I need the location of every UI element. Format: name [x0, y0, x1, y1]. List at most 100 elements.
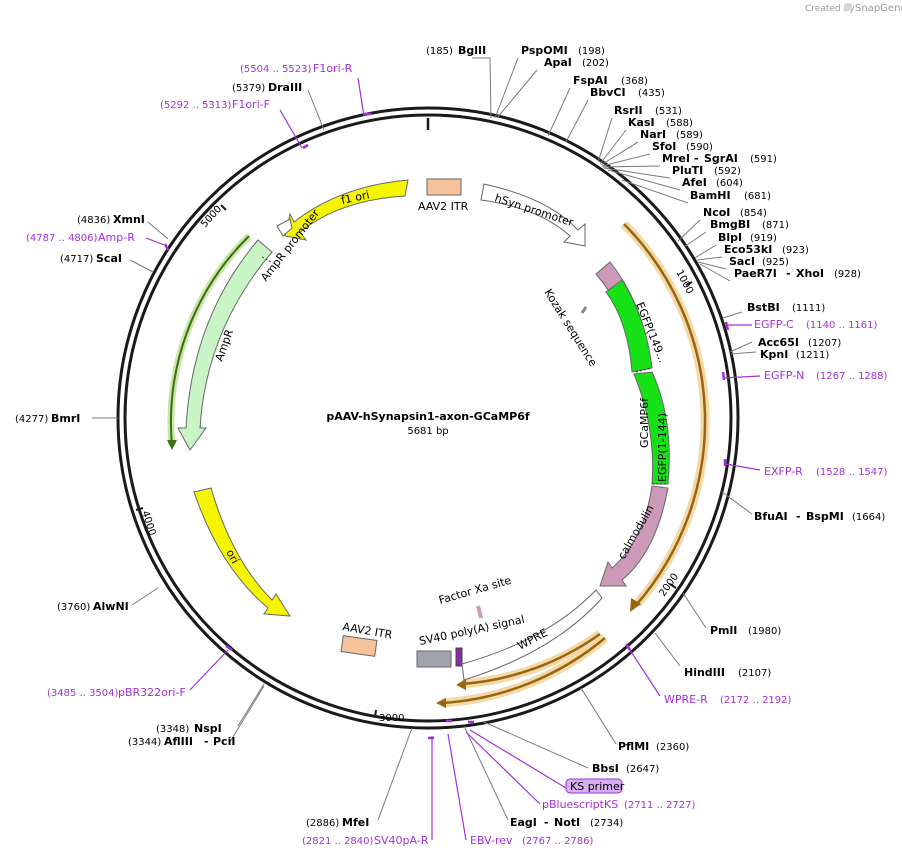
primer-name-pbluescriptks[interactable]: pBluescriptKS — [542, 798, 618, 811]
feature-egfp-1-144-label: EGFP(1-144) — [656, 413, 669, 482]
feature-f1-ori-label: f1 ori — [340, 188, 371, 207]
feature-ampr[interactable] — [177, 239, 273, 451]
enzyme-pos-saci: (925) — [762, 257, 789, 268]
enzyme-name-nspi[interactable]: NspI — [194, 722, 222, 735]
enzyme-name-pluti[interactable]: PluTI — [672, 164, 703, 177]
orf-arc-bottom2-head — [436, 698, 446, 708]
primer-name-egfp-c[interactable]: EGFP-C — [754, 318, 794, 331]
enzyme-name-acc65i[interactable]: Acc65I — [758, 336, 799, 349]
feature-f1-ori[interactable] — [284, 179, 409, 241]
enzyme-pos-fspai: (368) — [621, 76, 648, 87]
enzyme-name-pflmi[interactable]: PflMI — [618, 740, 649, 753]
enzyme-name-blpi[interactable]: BlpI — [718, 231, 742, 244]
feature-ori-label: ori — [223, 547, 241, 566]
primer-ks-primer-badge[interactable] — [565, 778, 623, 794]
enzyme-name-draiii[interactable]: DraIII — [268, 81, 302, 94]
enzyme-pos-scai: (4717) — [60, 254, 93, 265]
enzyme-name-eco53ki[interactable]: Eco53kI — [724, 243, 772, 256]
enzyme-pos-nari: (589) — [676, 130, 703, 141]
enzyme-name-sfoi[interactable]: SfoI — [652, 140, 676, 153]
enzyme-name-afliii[interactable]: AflIII — [164, 735, 193, 748]
feature-aav2-itr-top[interactable] — [426, 178, 462, 196]
primer-name-f1ori-f[interactable]: F1ori-F — [232, 98, 270, 111]
enzyme-pos-apai: (202) — [582, 58, 609, 69]
primer-name-wpre-r[interactable]: WPRE-R — [664, 693, 708, 706]
feature-wpre[interactable] — [461, 589, 603, 681]
enzyme-pos-acc65i: (1207) — [808, 338, 841, 349]
backbone-inner — [123, 113, 733, 723]
enzyme-name-kasi[interactable]: KasI — [628, 116, 655, 129]
enzyme-name-pcii[interactable]: PciI — [213, 735, 235, 748]
primer-name-ebv-rev[interactable]: EBV-rev — [470, 834, 513, 847]
enzyme-pos-xmni: (4836) — [77, 215, 110, 226]
enzyme-name-eagi[interactable]: EagI — [510, 816, 537, 829]
feature-ampr-promoter-arrow[interactable] — [276, 218, 293, 237]
enzyme-name-kpni[interactable]: KpnI — [760, 348, 788, 361]
enzyme-name-bmgbi[interactable]: BmgBI — [710, 218, 750, 231]
enzyme-name-bfuai[interactable]: BfuAI — [754, 510, 788, 523]
primer-name-ks-primer[interactable]: KS primer — [570, 780, 625, 793]
enzyme-name-mfei[interactable]: MfeI — [342, 816, 369, 829]
enzyme-name-xhoi[interactable]: XhoI — [796, 267, 824, 280]
feature-calmodulin[interactable] — [599, 485, 669, 587]
enzyme-name-apai[interactable]: ApaI — [544, 56, 572, 69]
feature-aav2-itr-bottom[interactable] — [340, 635, 378, 657]
feature-hsyn-promoter[interactable] — [480, 183, 586, 247]
enzyme-name-bbvci[interactable]: BbvCI — [590, 86, 626, 99]
enzyme-name-afei[interactable]: AfeI — [682, 176, 707, 189]
enzyme-name-bstbi[interactable]: BstBI — [747, 301, 780, 314]
orf-arc-bottom2 — [441, 637, 606, 705]
enzyme-pos-mfei: (2886) — [306, 818, 339, 829]
enzyme-name-ncoi[interactable]: NcoI — [703, 206, 730, 219]
primer-name-f1ori-r[interactable]: F1ori-R — [313, 62, 353, 75]
enzyme-name-pspomi[interactable]: PspOMI — [521, 44, 568, 57]
feature-ori[interactable] — [193, 487, 291, 617]
enzyme-name-bspmi[interactable]: BspMI — [806, 510, 844, 523]
enzyme-pos-afliii: (3344) — [128, 737, 161, 748]
enzyme-name-bamhi[interactable]: BamHI — [690, 189, 731, 202]
enzyme-name-scai[interactable]: ScaI — [96, 252, 122, 265]
primer-name-amp-r[interactable]: Amp-R — [98, 231, 135, 244]
enzyme-name-bmri[interactable]: BmrI — [51, 412, 80, 425]
enzyme-name-bbsi[interactable]: BbsI — [592, 762, 619, 775]
enzyme-name-paer7i[interactable]: PaeR7I — [734, 267, 777, 280]
primer-name-egfp-n[interactable]: EGFP-N — [764, 369, 804, 382]
feature-ampr-boundary — [261, 256, 272, 263]
enzyme-pos-nspi: (3348) — [156, 724, 189, 735]
enzyme-name-xmni[interactable]: XmnI — [113, 213, 145, 226]
enzyme-name-noti[interactable]: NotI — [554, 816, 580, 829]
enzyme-pos-eagi: (2734) — [590, 818, 623, 829]
primer-name-pbr322ori-f[interactable]: pBR322ori-F — [118, 686, 186, 699]
feature-kozak[interactable] — [580, 306, 588, 314]
enzyme-pos-bstbi: (1111) — [792, 303, 825, 314]
primer-range-ebv-rev: (2767 .. 2786) — [522, 836, 594, 847]
primer-name-sv40pa-r[interactable]: SV40pA-R — [374, 834, 429, 847]
enzyme-name-saci[interactable]: SacI — [729, 255, 755, 268]
enzyme-name-fspai[interactable]: FspAI — [573, 74, 608, 87]
feature-egfp-149[interactable] — [605, 279, 653, 373]
enzyme-leader-lines — [92, 57, 757, 821]
enzyme-pos-kpni: (1211) — [796, 350, 829, 361]
enzyme-pos-mrei: (591) — [750, 154, 777, 165]
enzyme-name-mrei[interactable]: MreI — [662, 152, 690, 165]
enzyme-pos-rsrii: (531) — [655, 106, 682, 117]
primer-range-wpre-r: (2172 .. 2192) — [720, 695, 792, 706]
tick-4000 — [135, 507, 144, 511]
enzyme-pos-paer7i: (928) — [834, 269, 861, 280]
enzyme-name-hindiii[interactable]: HindIII — [684, 666, 725, 679]
feature-factor-xa[interactable] — [476, 605, 483, 619]
tick-label-3000: 3000 — [379, 713, 404, 724]
primer-range-egfp-n: (1267 .. 1288) — [816, 371, 888, 382]
enzyme-name-pmli[interactable]: PmlI — [710, 624, 737, 637]
plasmid-name: pAAV-hSynapsin1-axon-GCaMP6f — [326, 410, 530, 423]
enzyme-dash-eagi: - — [544, 816, 549, 829]
enzyme-pos-pflmi: (2360) — [656, 742, 689, 753]
enzyme-name-sgrai[interactable]: SgrAI — [704, 152, 738, 165]
enzyme-name-alwni[interactable]: AlwNI — [93, 600, 129, 613]
enzyme-name-rsrii[interactable]: RsrII — [614, 104, 643, 117]
enzyme-name-nari[interactable]: NarI — [640, 128, 666, 141]
enzyme-name-bglii[interactable]: BglII — [458, 44, 486, 57]
feature-sv40-polya[interactable] — [416, 650, 452, 668]
primer-name-exfp-r[interactable]: EXFP-R — [764, 465, 803, 478]
